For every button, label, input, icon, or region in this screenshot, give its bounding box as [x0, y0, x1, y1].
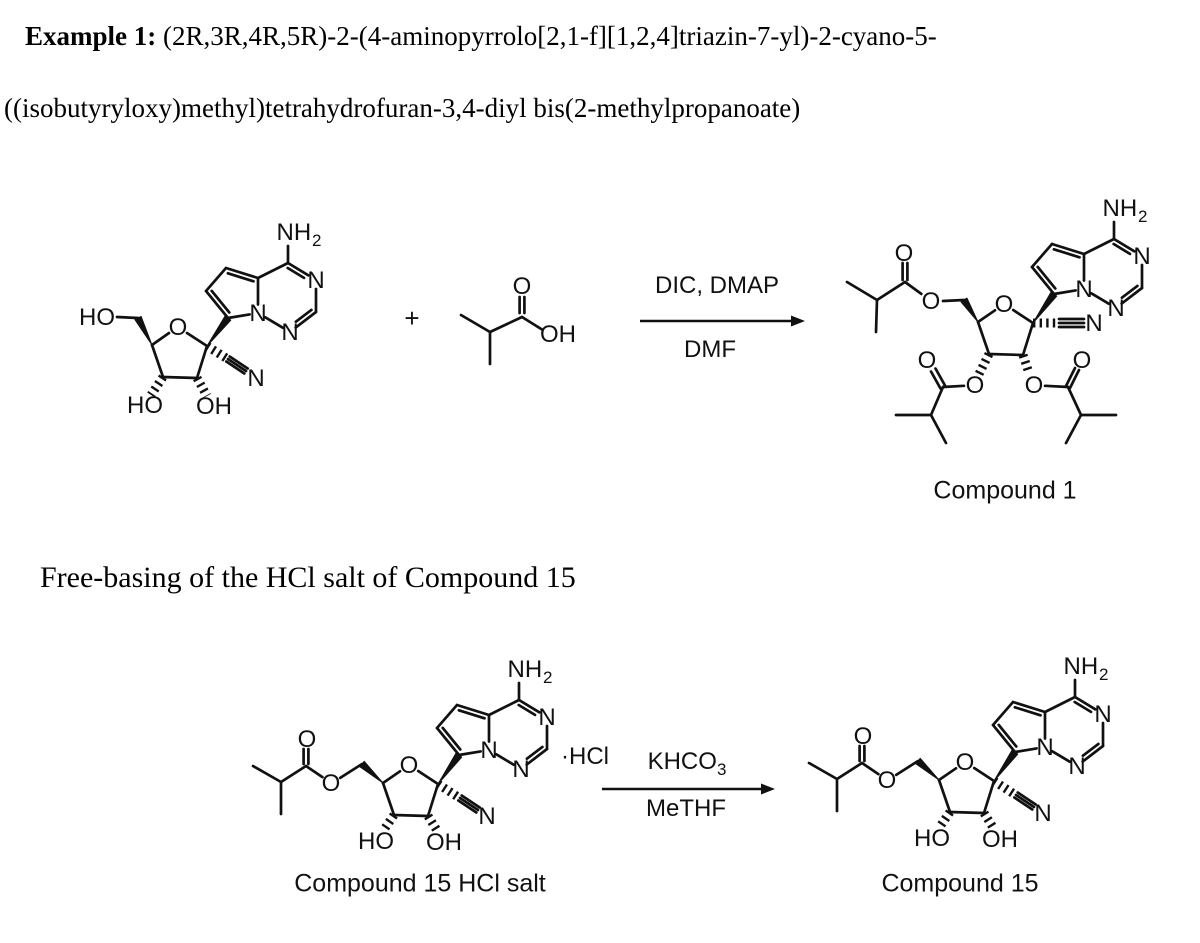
khco3-sub: 3 [716, 759, 727, 779]
structure-gs441524: O HO HO OH N N N N NH 2 [79, 219, 325, 420]
structure-isobutyric-acid: O OH [459, 273, 576, 366]
ring-oxygen-label: O [169, 314, 188, 341]
triazine-N3-label: N [538, 704, 555, 731]
2-hydroxyl-label: OH [196, 393, 232, 420]
bridgehead-N-label: N [480, 737, 497, 764]
arrowhead-icon [761, 783, 775, 795]
compound-15-label: Compound 15 [881, 869, 1039, 898]
nitrile-N-label: N [1034, 800, 1051, 827]
5-ester-O-label: O [322, 770, 341, 797]
amine-label: NH [1064, 653, 1099, 680]
ring-oxygen-label: O [400, 752, 419, 779]
3-ester-O-label: O [966, 372, 985, 399]
5-ester-O-label: O [878, 767, 897, 794]
compound-1-label: Compound 1 [933, 476, 1077, 505]
amine-label: NH [1103, 195, 1138, 222]
ring-oxygen-label: O [956, 749, 975, 776]
bridgehead-N-label: N [1036, 734, 1053, 761]
carbonyl-O-label: O [513, 273, 532, 300]
ring-oxygen-label: O [995, 291, 1014, 318]
5-carbonyl-O-label: O [298, 726, 317, 753]
amine-sub-label: 2 [1099, 665, 1108, 684]
arrow2-conditions-below: MeTHF [646, 795, 726, 822]
arrow1-conditions-below: DMF [684, 336, 736, 363]
structure-compound-15-hcl-salt: O O O HO OH N N N N NH 2 [251, 656, 556, 856]
triazine-N1-label: N [1107, 295, 1124, 322]
acid-OH-label: OH [540, 321, 576, 348]
triazine-N3-label: N [307, 267, 324, 294]
section-heading: Free-basing of the HCl salt of Compound … [40, 561, 576, 594]
bridgehead-N-label: N [249, 300, 266, 327]
amine-sub-label: 2 [312, 231, 321, 250]
arrowhead-icon [791, 315, 805, 327]
triazine-N1-label: N [1068, 753, 1085, 780]
2-ester-O-label: O [1025, 372, 1044, 399]
amine-sub-label: 2 [1138, 207, 1147, 226]
structure-compound-15: O O O HO OH N N N N NH 2 [807, 653, 1112, 853]
arrow2-conditions-above: KHCO3 [647, 748, 727, 778]
3-hydroxyl-label: HO [914, 825, 950, 852]
arrow1-conditions-above: DIC, DMAP [654, 272, 780, 299]
triazine-N1-label: N [512, 756, 529, 783]
5-carbonyl-O-label: O [854, 723, 873, 750]
nitrile-N-label: N [1085, 310, 1102, 337]
amine-label: NH [277, 219, 312, 246]
triazine-N3-label: N [1133, 243, 1150, 270]
triazine-N1-label: N [281, 319, 298, 346]
amine-sub-label: 2 [543, 668, 552, 687]
5-ester-O-label: O [922, 288, 941, 315]
example-title-line1: Example 1: (2R,3R,4R,5R)-2-(4-aminopyrro… [25, 21, 937, 52]
amine-label: NH [508, 656, 543, 683]
structure-compound-1: O O O O O O O N N N N NH 2 [845, 195, 1151, 445]
bridgehead-N-label: N [1075, 276, 1092, 303]
2-hydroxyl-label: OH [982, 826, 1018, 853]
hcl-salt-suffix: ·HCl [561, 743, 609, 770]
5-carbonyl-O-label: O [895, 240, 914, 267]
3-hydroxyl-label: HO [127, 392, 163, 419]
3-hydroxyl-label: HO [358, 828, 394, 855]
example-number: Example 1: [25, 21, 157, 51]
khco3-main: KHCO [647, 748, 717, 775]
plus-sign: + [404, 303, 420, 333]
3-carbonyl-O-label: O [918, 347, 937, 374]
example-title-line2: ((isobutyryloxy)methyl)tetrahydrofuran-3… [4, 93, 801, 123]
triazine-N3-label: N [1094, 701, 1111, 728]
nitrile-N-label: N [478, 803, 495, 830]
reaction-arrow-1 [640, 315, 805, 327]
reaction-arrow-2 [602, 783, 775, 795]
2-hydroxyl-label: OH [426, 829, 462, 856]
2-carbonyl-O-label: O [1073, 347, 1092, 374]
nitrile-N-label: N [247, 365, 264, 392]
compound-15-hcl-salt-label: Compound 15 HCl salt [294, 869, 546, 898]
compound-name-part1: (2R,3R,4R,5R)-2-(4-aminopyrrolo[2,1-f][1… [156, 21, 937, 51]
hydroxymethyl-HO-label: HO [79, 304, 115, 331]
